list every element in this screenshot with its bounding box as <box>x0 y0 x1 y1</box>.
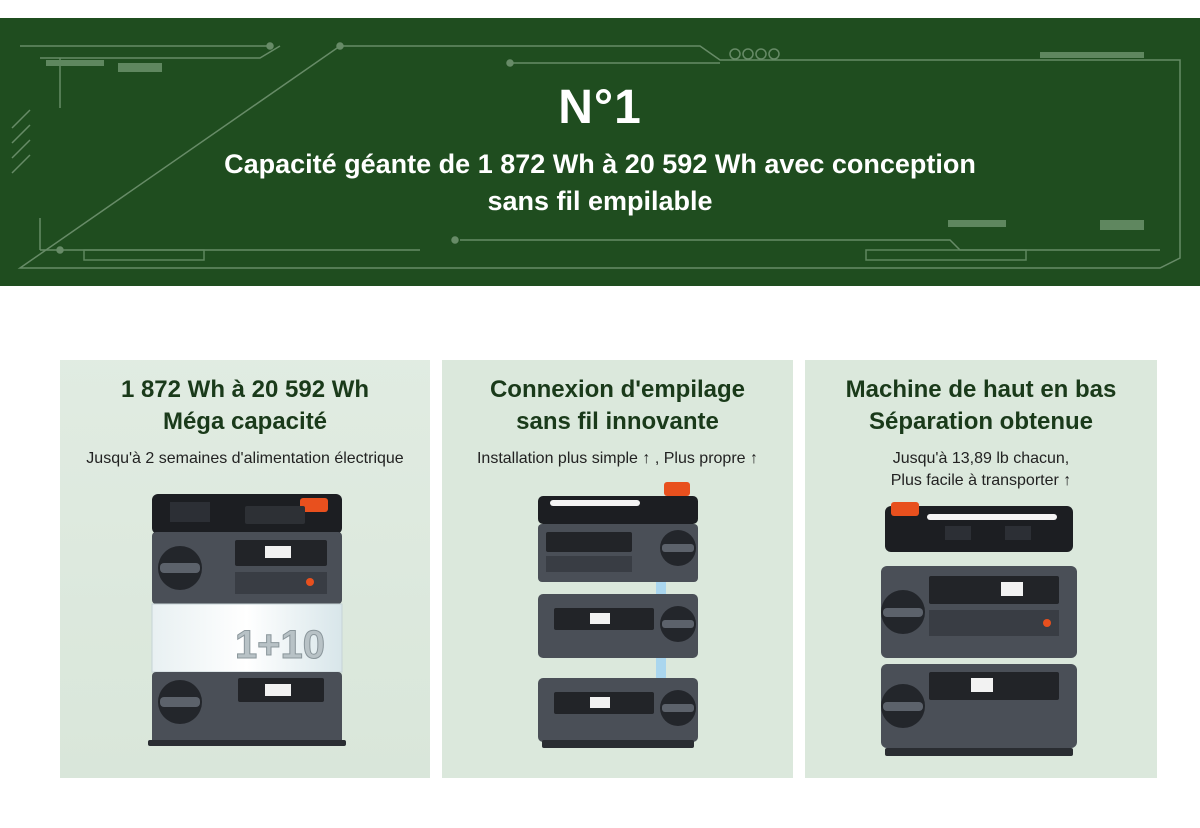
feature-card-capacity: 1+10 1 872 Wh à 20 592 Wh Méga capacité … <box>60 360 430 778</box>
card-title: Connexion d'empilage sans fil innovante <box>442 374 793 438</box>
power-station-stack-image: 1+10 <box>60 360 430 778</box>
headline-line-1: Capacité géante de 1 872 Wh à 20 592 Wh … <box>224 149 976 179</box>
feature-card-separation: Machine de haut en bas Séparation obtenu… <box>805 360 1157 778</box>
circuit-decoration <box>11 42 1181 269</box>
headline-line-2: sans fil empilable <box>487 186 713 216</box>
wireless-stack-image <box>538 482 698 748</box>
card-subtitle-line-2: Plus facile à transporter ↑ <box>890 472 1072 489</box>
banner-headline: Capacité géante de 1 872 Wh à 20 592 Wh … <box>150 146 1050 220</box>
hero-banner: N°1 Capacité géante de 1 872 Wh à 20 592… <box>0 18 1200 286</box>
rank-label: N°1 <box>558 81 642 134</box>
card-subtitle: Installation plus simple ↑ , Plus propre… <box>442 448 793 470</box>
separated-units-image <box>881 502 1077 756</box>
card-title-line-1: 1 872 Wh à 20 592 Wh <box>120 376 370 403</box>
card-title-line-1: Machine de haut en bas <box>845 376 1117 403</box>
card-title-line-2: Séparation obtenue <box>868 408 1094 435</box>
card-title: Machine de haut en bas Séparation obtenu… <box>805 374 1157 438</box>
capacity-overlay-text: 1+10 <box>235 623 325 667</box>
card-title: 1 872 Wh à 20 592 Wh Méga capacité <box>60 374 430 438</box>
card-title-line-2: Méga capacité <box>162 408 328 435</box>
card-subtitle-line-1: Jusqu'à 13,89 lb chacun, <box>892 450 1070 467</box>
card-subtitle: Jusqu'à 2 semaines d'alimentation électr… <box>60 448 430 470</box>
card-subtitle-line-1: Installation plus simple ↑ , Plus propre… <box>476 450 758 467</box>
card-subtitle: Jusqu'à 13,89 lb chacun, Plus facile à t… <box>805 448 1157 492</box>
feature-card-stacking: Connexion d'empilage sans fil innovante … <box>442 360 793 778</box>
card-title-line-2: sans fil innovante <box>516 408 719 435</box>
card-subtitle-line-1: Jusqu'à 2 semaines d'alimentation électr… <box>86 450 404 467</box>
card-title-line-1: Connexion d'empilage <box>489 376 746 403</box>
